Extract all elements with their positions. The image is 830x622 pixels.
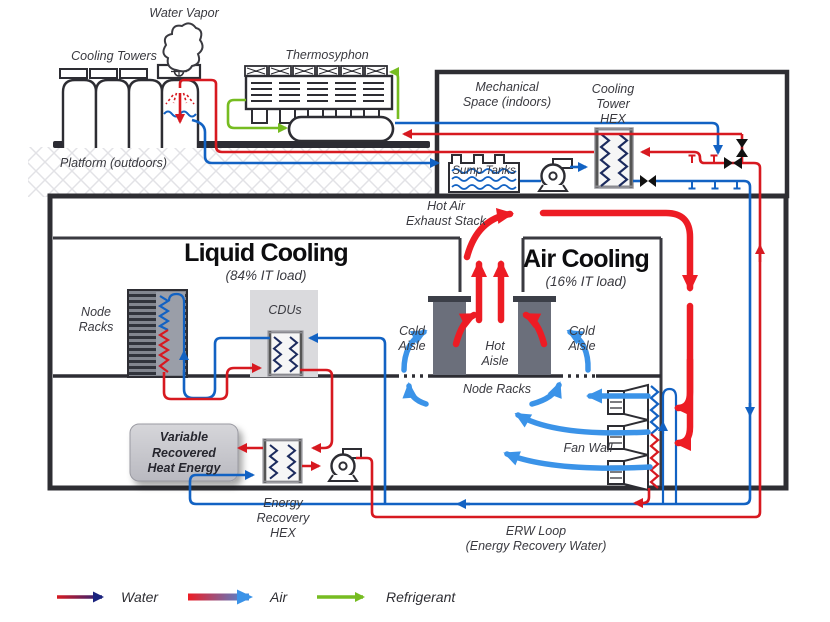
cooling-tower-hex xyxy=(594,127,634,189)
energy-recovery-hex-label: Energy Recovery HEX xyxy=(256,496,310,540)
liquid-cooling-title: Liquid Cooling xyxy=(184,239,349,267)
node-racks-liquid-label: Node Racks xyxy=(78,305,114,334)
cold-aisle-left-label: Cold Aisle xyxy=(398,324,426,353)
erw-pump-icon xyxy=(327,448,362,482)
cold-water-pipes xyxy=(182,118,755,509)
pump-icon xyxy=(537,158,573,192)
thermosyphon-unit xyxy=(244,65,395,143)
hot-water-pipes xyxy=(162,78,765,519)
spray-icon xyxy=(165,92,195,105)
cooling-tower-hex-label: Cooling Tower HEX xyxy=(591,82,635,126)
platform-outdoors xyxy=(28,141,432,197)
inner-walls xyxy=(53,236,663,486)
hot-air-flows xyxy=(452,208,698,451)
cold-aisle-right-label: Cold Aisle xyxy=(568,324,596,353)
air-cooling-title: Air Cooling xyxy=(523,245,650,273)
platform-label: Platform (outdoors) xyxy=(60,156,167,170)
water-vapor-label: Water Vapor xyxy=(149,6,219,20)
sump-tanks-label: Sump Tanks xyxy=(452,165,516,177)
sump-tanks xyxy=(448,154,520,193)
legend-water-label: Water xyxy=(121,589,159,605)
legend-refrigerant-label: Refrigerant xyxy=(386,589,456,605)
cdus-label: CDUs xyxy=(268,303,302,317)
water-vapor-cloud-icon xyxy=(162,22,204,73)
valve-icons xyxy=(640,139,748,187)
cooling-towers-label: Cooling Towers xyxy=(71,49,157,63)
hot-aisle-label: Hot Aisle xyxy=(481,339,509,368)
fan-wall-label: Fan Wall xyxy=(563,441,613,455)
cdu-unit xyxy=(250,290,318,377)
liquid-node-rack xyxy=(127,289,189,378)
legend-air-label: Air xyxy=(270,589,288,605)
node-racks-air-label: Node Racks xyxy=(462,382,532,396)
energy-recovery-hex xyxy=(262,438,303,484)
exhaust-stack-label: Hot Air Exhaust Stack xyxy=(406,199,486,228)
variable-heat-label: Variable Recovered Heat Energy xyxy=(147,430,221,476)
cold-air-flows xyxy=(401,329,653,471)
air-cooling-subtitle: (16% IT load) xyxy=(545,274,627,289)
refrigerant-pipes xyxy=(226,67,400,133)
liquid-cooling-subtitle: (84% IT load) xyxy=(225,268,307,283)
thermosyphon-label: Thermosyphon xyxy=(285,48,369,62)
mechanical-space-label: Mechanical Space (indoors) xyxy=(462,80,552,109)
erw-loop-label: ERW Loop (Energy Recovery Water) xyxy=(465,524,607,553)
